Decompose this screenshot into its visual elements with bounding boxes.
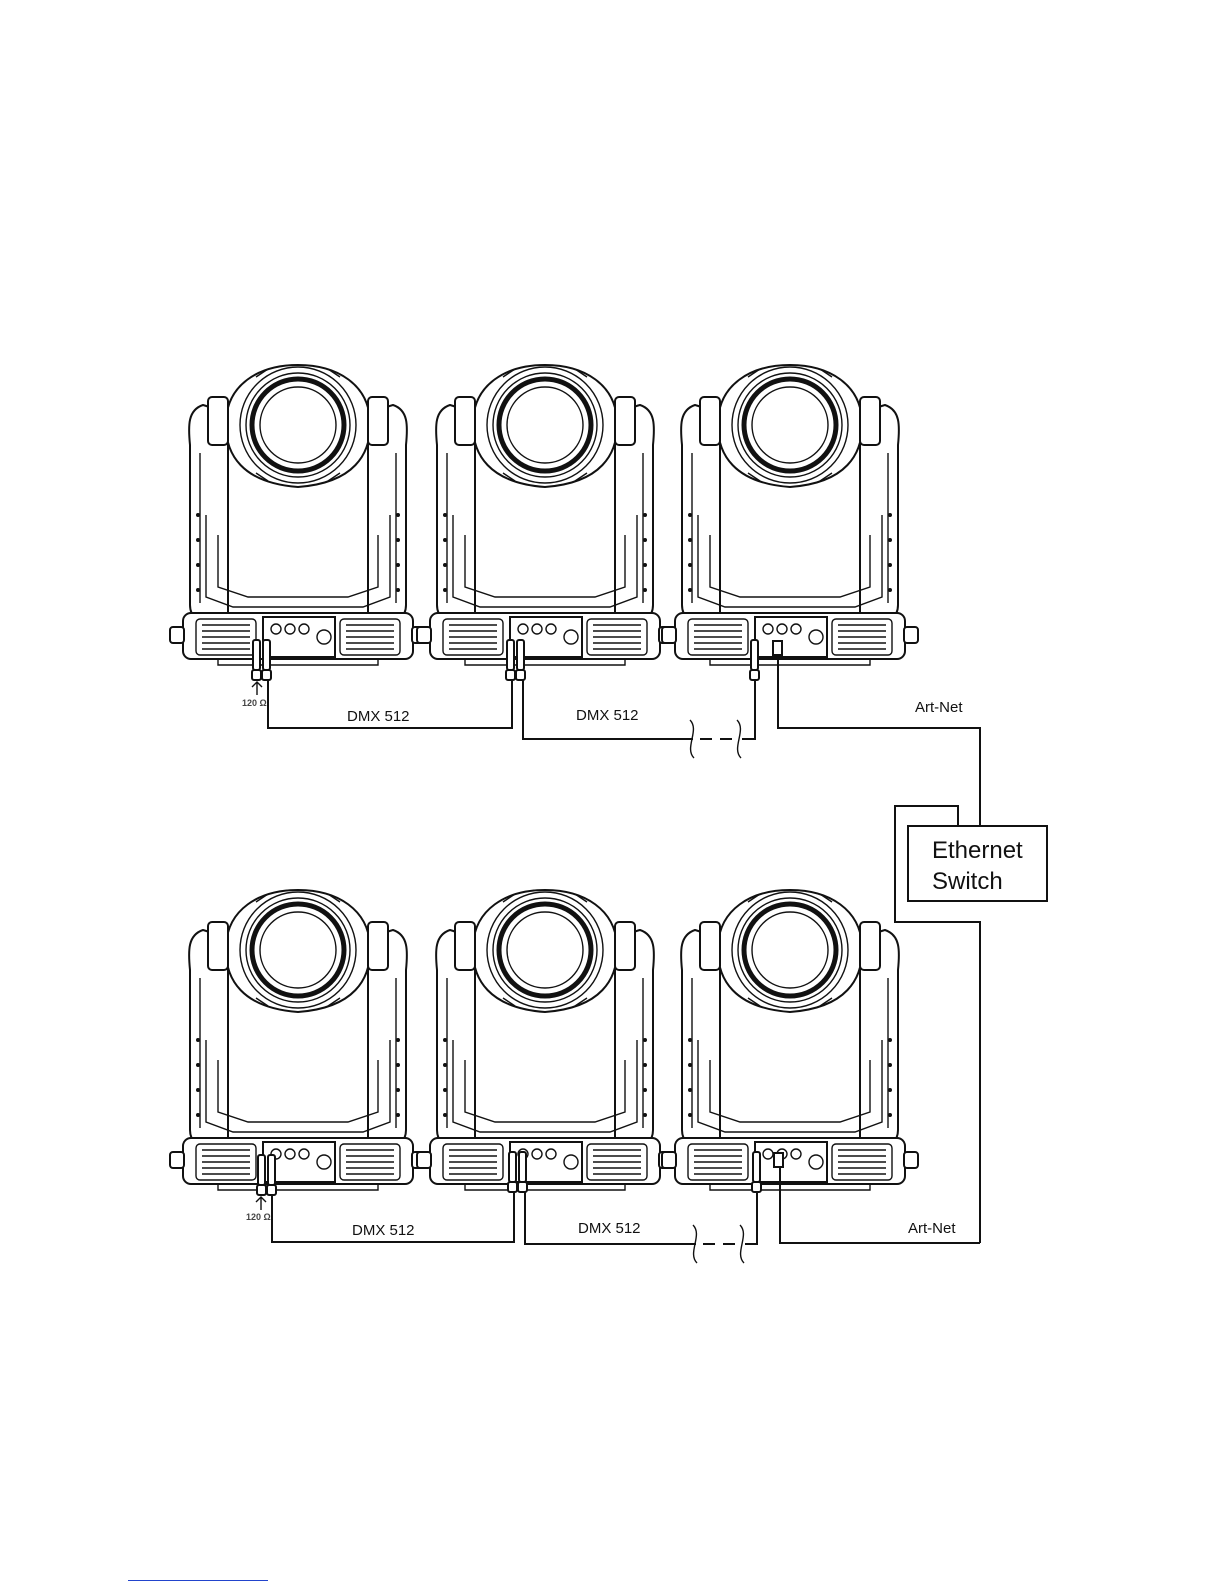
fixture-bottom-3	[662, 890, 918, 1190]
artnet-label-top: Art-Net	[915, 699, 963, 716]
fixture-top-2	[417, 365, 673, 665]
artnet-label-bottom: Art-Net	[908, 1220, 956, 1237]
dmx-cable-top-2b	[742, 680, 755, 739]
dmx-label-top-2: DMX 512	[576, 707, 639, 724]
ethernet-port-bottom-3	[774, 1153, 783, 1167]
terminator-top: 120 Ω	[242, 682, 267, 708]
fixture-top-1	[170, 365, 426, 665]
footer-rule	[128, 1580, 268, 1581]
ethernet-port-top-3	[773, 641, 782, 655]
ethernet-switch: Ethernet Switch	[908, 826, 1047, 901]
dmx-cable-bottom-2b	[745, 1192, 757, 1244]
dmx-label-bottom-2: DMX 512	[578, 1220, 641, 1237]
terminator-label-top: 120 Ω	[242, 698, 267, 708]
fixture-top-3	[662, 365, 918, 665]
switch-label-line2: Switch	[932, 868, 1003, 895]
cable-break-bottom	[693, 1225, 744, 1263]
dmx-label-bottom-1: DMX 512	[352, 1222, 415, 1239]
cable-break-top	[690, 720, 741, 758]
artnet-cable-top	[778, 655, 980, 826]
fixture-bottom-2	[417, 890, 673, 1190]
dmx-label-top-1: DMX 512	[347, 708, 410, 725]
dmx-plug-top-3	[750, 640, 759, 680]
terminator-label-bottom: 120 Ω	[246, 1212, 271, 1222]
fixture-bottom-1	[170, 890, 426, 1190]
terminator-bottom: 120 Ω	[246, 1197, 271, 1222]
dmx-plug-bottom-3	[752, 1152, 761, 1192]
switch-label-line1: Ethernet	[932, 837, 1023, 864]
